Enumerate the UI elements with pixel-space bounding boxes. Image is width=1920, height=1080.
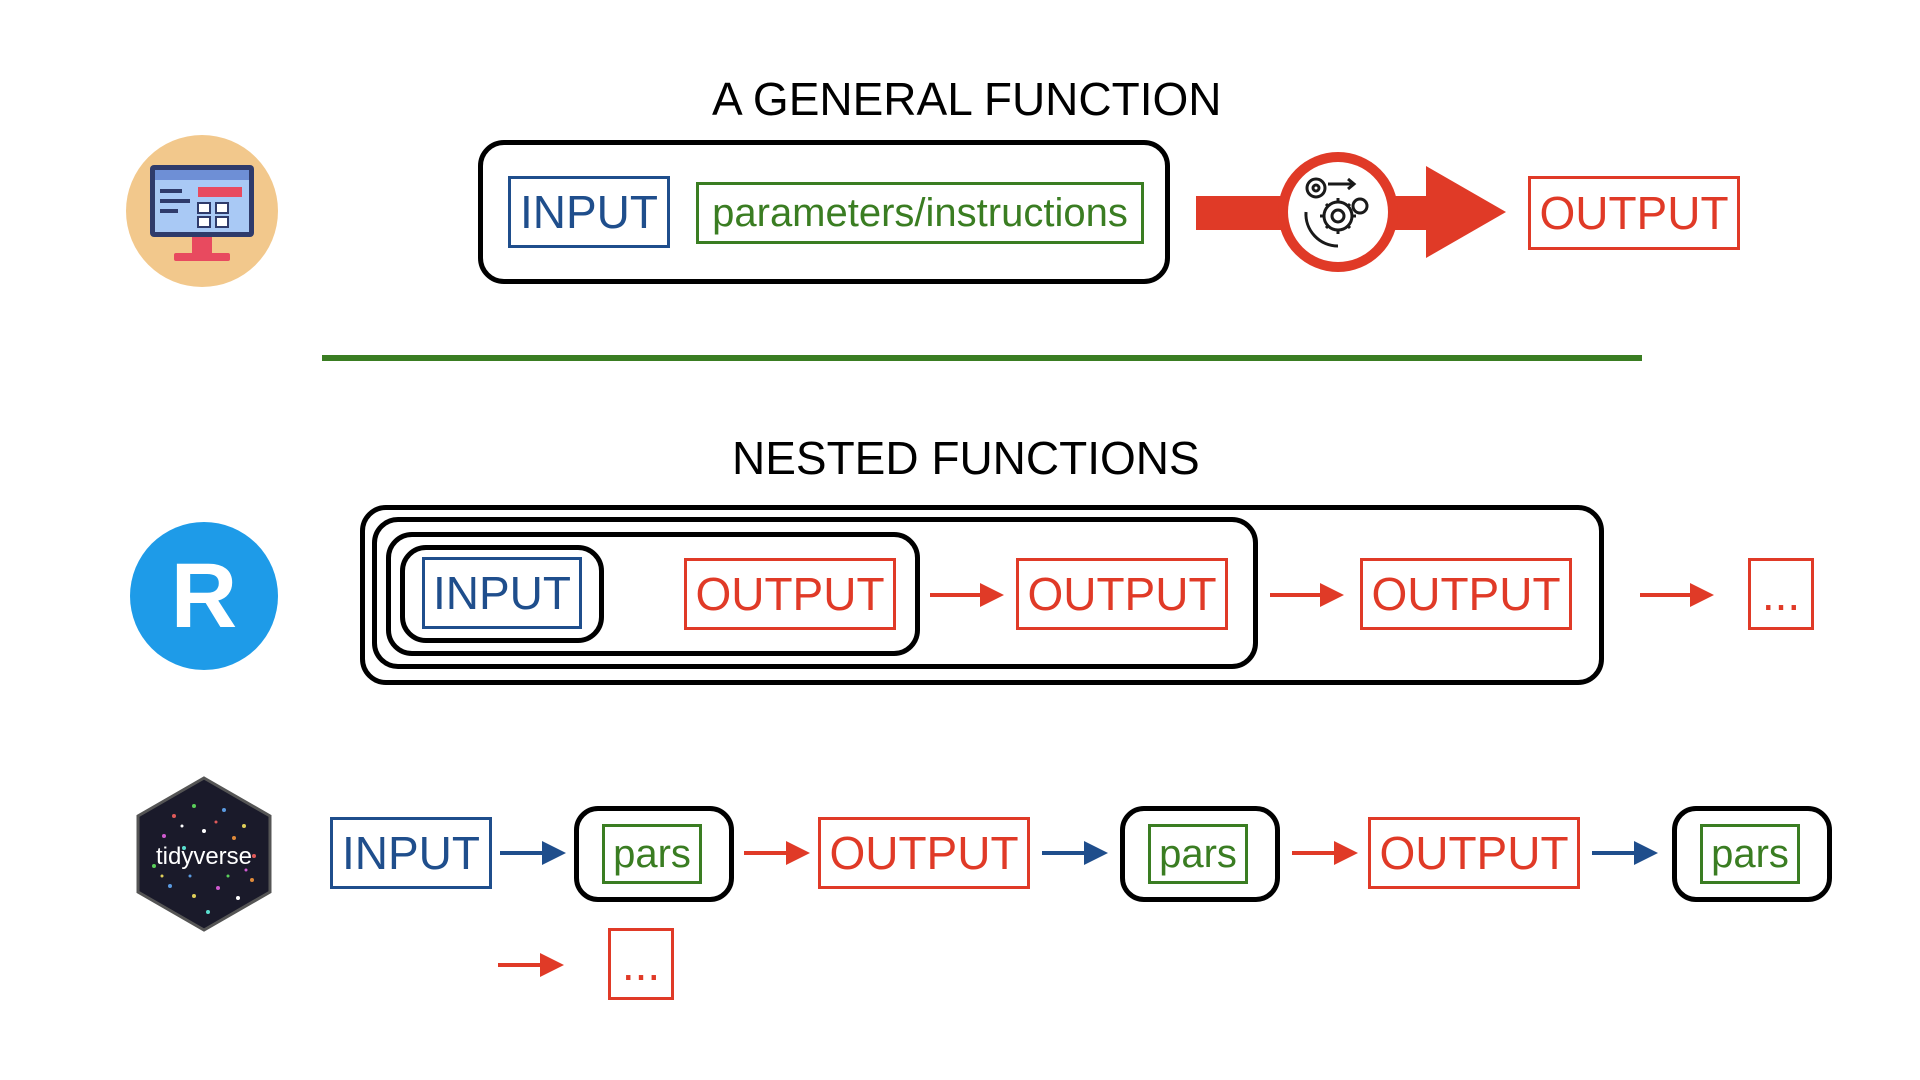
nested-input-box: INPUT [422,557,582,629]
general-parameters-box: parameters/instructions [696,182,1144,244]
r-logo-icon: R [130,522,278,670]
nested-innermost-wrapper [400,545,604,643]
nested-ellipsis-box: ... [1748,558,1814,630]
general-function-wrapper [478,140,1170,284]
nested-outer-wrapper [360,505,1604,685]
tidyverse-logo-icon: tidyverse [134,776,274,932]
pipe-pars-box-1: pars [602,824,702,884]
nested-inner-wrapper [386,532,920,656]
nested-middle-wrapper [372,517,1258,669]
tidyverse-logo-text: tidyverse [156,843,252,870]
pipe-output-box-1: OUTPUT [818,817,1030,889]
pipe-arrow-2 [744,841,810,865]
section-divider [322,355,1642,361]
pipe-pars-box-3: pars [1700,824,1800,884]
nested-arrow-3 [1640,583,1714,607]
nested-arrow-2 [1270,583,1344,607]
gears-icon [1298,172,1378,252]
general-output-box: OUTPUT [1528,176,1740,250]
general-input-box: INPUT [508,176,670,248]
pipe-pars-box-2: pars [1148,824,1248,884]
nested-arrow-1 [930,583,1004,607]
nested-functions-title: NESTED FUNCTIONS [732,432,1200,484]
pipe-ellipsis-box: ... [608,928,674,1000]
nested-output-box-1: OUTPUT [684,558,896,630]
pipe-output-box-2: OUTPUT [1368,817,1580,889]
computer-monitor-icon [126,135,278,287]
pipe-pars-wrapper-1 [574,806,734,902]
r-logo-letter: R [170,545,238,647]
nested-output-box-2: OUTPUT [1016,558,1228,630]
pipe-pars-wrapper-2 [1120,806,1280,902]
pipe-input-box: INPUT [330,817,492,889]
pipe-arrow-1 [500,841,566,865]
general-function-title: A GENERAL FUNCTION [712,73,1222,125]
nested-output-box-3: OUTPUT [1360,558,1572,630]
pipe-arrow-6 [498,953,564,977]
pipe-arrow-4 [1292,841,1358,865]
pipe-pars-wrapper-3 [1672,806,1832,902]
pipe-arrow-3 [1042,841,1108,865]
pipe-arrow-5 [1592,841,1658,865]
